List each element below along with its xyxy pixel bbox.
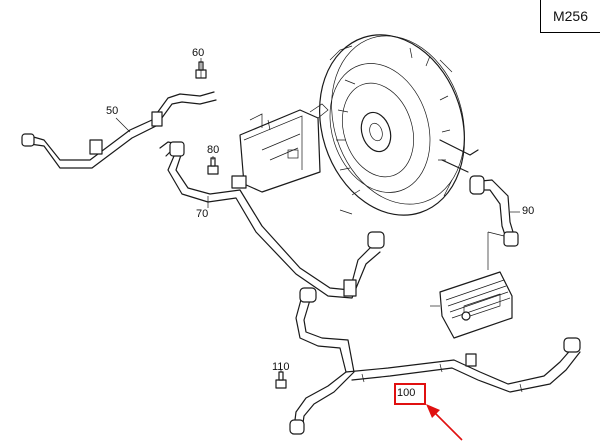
coolant-line-50 [21, 91, 217, 169]
callout-110: 110 [272, 361, 290, 373]
heat-exchanger [430, 231, 513, 339]
callout-80: 80 [207, 144, 220, 156]
highlight-box [394, 383, 426, 405]
callout-100: 100 [397, 387, 416, 399]
callout-70: 70 [196, 208, 209, 220]
callout-60: 60 [192, 47, 205, 59]
callout-50: 50 [106, 105, 119, 117]
coolant-hose-90 [469, 175, 519, 247]
model-code-label: M256 [540, 0, 600, 33]
highlight-arrow [426, 404, 463, 441]
callout-90: 90 [522, 205, 535, 217]
leader-lines [115, 58, 520, 372]
bolt-110 [275, 371, 287, 389]
coolant-line-70 [159, 141, 385, 299]
bolt-60 [195, 61, 207, 79]
bolt-80 [207, 157, 219, 175]
electric-machine-housing [319, 34, 479, 216]
coolant-line-100 [289, 287, 581, 435]
control-module [239, 103, 329, 193]
